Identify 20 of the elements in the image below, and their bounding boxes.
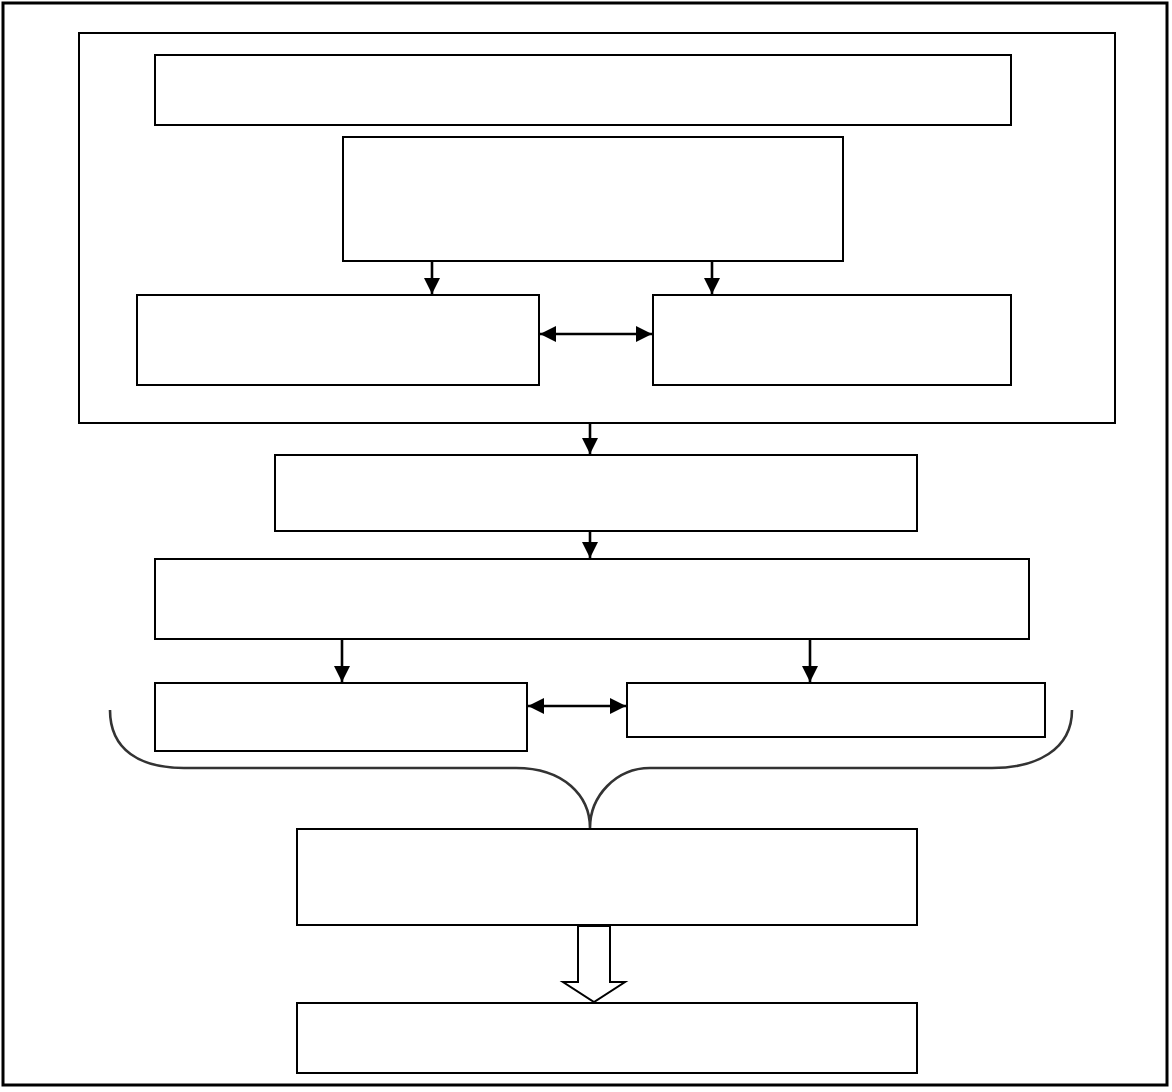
process-box [342, 136, 844, 262]
arrow [582, 532, 598, 558]
arrow [802, 640, 818, 682]
double-headed-arrow [540, 326, 652, 342]
arrow [704, 262, 720, 294]
arrow [334, 640, 350, 682]
process-box [154, 682, 528, 752]
process-box [296, 1002, 918, 1074]
process-box [296, 828, 918, 926]
group-frame [78, 32, 1116, 424]
double-headed-arrow [528, 698, 626, 714]
process-box [154, 54, 1012, 126]
arrow [424, 262, 440, 294]
process-box [274, 454, 918, 532]
process-box [652, 294, 1012, 386]
process-box [154, 558, 1030, 640]
process-box [136, 294, 540, 386]
process-box [626, 682, 1046, 738]
block-arrow [559, 925, 629, 1004]
arrow [582, 424, 598, 454]
